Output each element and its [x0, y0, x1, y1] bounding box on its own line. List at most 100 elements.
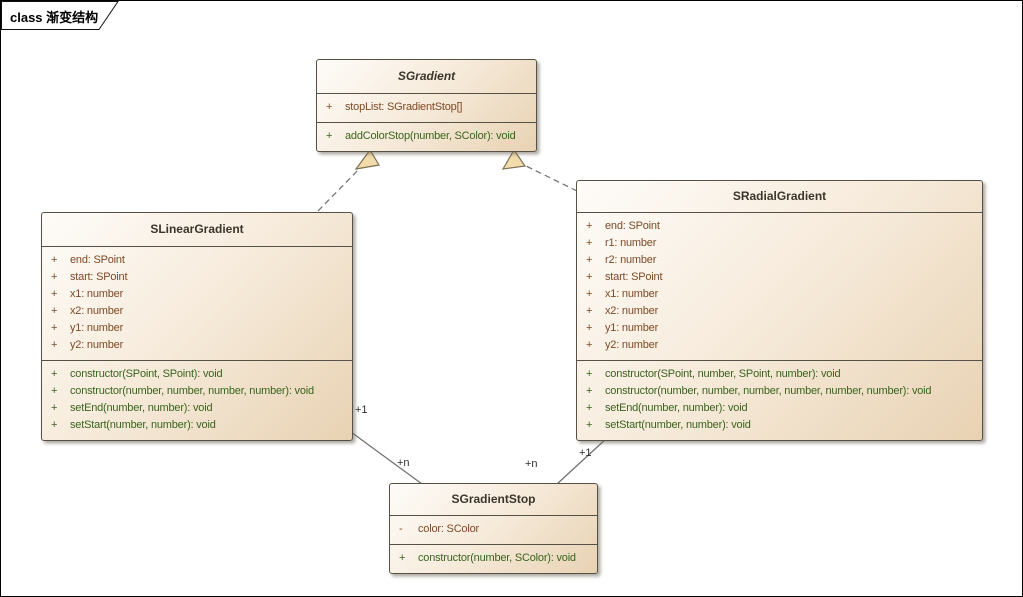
attribute-row: + end: SPoint: [51, 252, 348, 269]
attribute-text: start: SPoint: [605, 271, 663, 283]
association-connector-linear-to-stop[interactable]: [350, 431, 423, 485]
visibility-symbol: -: [399, 523, 403, 535]
visibility-symbol: +: [51, 419, 58, 431]
operations-section: + constructor(SPoint, SPoint): void + co…: [42, 360, 352, 440]
visibility-symbol: +: [586, 419, 593, 431]
attribute-text: start: SPoint: [70, 271, 128, 283]
operation-text: constructor(number, number, number, numb…: [70, 385, 314, 397]
visibility-symbol: +: [586, 288, 593, 300]
operations-section: + addColorStop(number, SColor): void: [317, 122, 536, 151]
operations-section: + constructor(SPoint, number, SPoint, nu…: [577, 360, 982, 440]
inheritance-arrowhead: [501, 148, 527, 170]
frame-tab: [1, 1, 119, 30]
visibility-symbol: +: [51, 402, 58, 414]
attribute-text: r2: number: [605, 254, 657, 266]
class-box-sradialgradient[interactable]: SRadialGradient + end: SPoint + r1: numb…: [576, 180, 983, 441]
class-title: SRadialGradient: [732, 189, 827, 203]
visibility-symbol: +: [51, 271, 58, 283]
association-connector-radial-to-stop[interactable]: [556, 437, 608, 485]
multiplicity-label-linear-source: +1: [355, 404, 368, 416]
inheritance-arrowhead: [354, 148, 380, 170]
visibility-symbol: +: [586, 237, 593, 249]
visibility-symbol: +: [586, 385, 593, 397]
visibility-symbol: +: [586, 402, 593, 414]
attribute-row: + r1: number: [586, 235, 978, 252]
operation-row: + constructor(number, number, number, nu…: [586, 383, 978, 400]
attribute-text: end: SPoint: [605, 220, 660, 232]
operations-section: + constructor(number, SColor): void: [390, 544, 597, 573]
attribute-text: y1: number: [70, 322, 124, 334]
attributes-section: + stopList: SGradientStop[]: [317, 93, 536, 122]
operation-row: + addColorStop(number, SColor): void: [326, 128, 532, 145]
attribute-row: + start: SPoint: [586, 269, 978, 286]
attribute-row: + y1: number: [586, 320, 978, 337]
visibility-symbol: +: [51, 322, 58, 334]
operation-text: setEnd(number, number): void: [605, 402, 748, 414]
attribute-text: y2: number: [605, 339, 659, 351]
attribute-row: + x1: number: [586, 286, 978, 303]
multiplicity-label-radial-source: +1: [579, 447, 592, 459]
visibility-symbol: +: [586, 271, 593, 283]
attribute-text: y2: number: [70, 339, 124, 351]
attribute-row: + stopList: SGradientStop[]: [326, 99, 532, 116]
operation-text: constructor(number, SColor): void: [418, 552, 576, 564]
attributes-section: + end: SPoint + start: SPoint + x1: numb…: [42, 246, 352, 360]
class-title: SGradientStop: [451, 492, 536, 506]
attribute-row: + y1: number: [51, 320, 348, 337]
attribute-row: + y2: number: [586, 337, 978, 354]
operation-row: + setStart(number, number): void: [586, 417, 978, 434]
attribute-row: + x2: number: [586, 303, 978, 320]
operation-row: + constructor(number, SColor): void: [399, 550, 593, 567]
multiplicity-label-radial-target: +n: [525, 458, 538, 470]
inheritance-connector-radial-to-gradient[interactable]: [501, 148, 578, 192]
attribute-text: stopList: SGradientStop[]: [345, 101, 463, 113]
operation-text: constructor(SPoint, number, SPoint, numb…: [605, 368, 841, 380]
attributes-section: + end: SPoint + r1: number + r2: number …: [577, 212, 982, 360]
attribute-text: end: SPoint: [70, 254, 125, 266]
visibility-symbol: +: [326, 101, 333, 113]
visibility-symbol: +: [586, 220, 593, 232]
class-title: SGradient: [397, 69, 456, 83]
attribute-text: x1: number: [605, 288, 659, 300]
operation-text: setEnd(number, number): void: [70, 402, 213, 414]
visibility-symbol: +: [326, 130, 333, 142]
operation-row: + constructor(number, number, number, nu…: [51, 383, 348, 400]
inheritance-connector-linear-to-gradient[interactable]: [317, 148, 380, 212]
visibility-symbol: +: [51, 385, 58, 397]
visibility-symbol: +: [586, 368, 593, 380]
visibility-symbol: +: [51, 288, 58, 300]
attribute-row: + x1: number: [51, 286, 348, 303]
attribute-text: x2: number: [70, 305, 124, 317]
class-box-sgradientstop[interactable]: SGradientStop - color: SColor + construc…: [389, 483, 598, 574]
visibility-symbol: +: [51, 254, 58, 266]
class-title: SLinearGradient: [150, 222, 244, 236]
attribute-text: color: SColor: [418, 523, 479, 535]
visibility-symbol: +: [586, 305, 593, 317]
operation-row: + constructor(SPoint, number, SPoint, nu…: [586, 366, 978, 383]
operation-row: + constructor(SPoint, SPoint): void: [51, 366, 348, 383]
diagram-frame-label: class 渐变结构: [10, 10, 99, 25]
visibility-symbol: +: [586, 339, 593, 351]
attribute-row: + r2: number: [586, 252, 978, 269]
attribute-text: y1: number: [605, 322, 659, 334]
operation-row: + setEnd(number, number): void: [51, 400, 348, 417]
attribute-row: + x2: number: [51, 303, 348, 320]
attribute-row: + start: SPoint: [51, 269, 348, 286]
visibility-symbol: +: [51, 339, 58, 351]
attribute-row: + end: SPoint: [586, 218, 978, 235]
class-box-sgradient[interactable]: SGradient + stopList: SGradientStop[] + …: [316, 59, 537, 152]
visibility-symbol: +: [586, 322, 593, 334]
visibility-symbol: +: [51, 368, 58, 380]
operation-text: constructor(number, number, number, numb…: [605, 385, 932, 397]
operation-text: addColorStop(number, SColor): void: [345, 130, 516, 142]
operation-row: + setEnd(number, number): void: [586, 400, 978, 417]
class-box-slineargradient[interactable]: SLinearGradient + end: SPoint + start: S…: [41, 212, 353, 441]
attribute-text: x2: number: [605, 305, 659, 317]
attribute-text: r1: number: [605, 237, 657, 249]
attribute-text: x1: number: [70, 288, 124, 300]
attribute-row: - color: SColor: [399, 521, 593, 538]
operation-text: constructor(SPoint, SPoint): void: [70, 368, 223, 380]
operation-row: + setStart(number, number): void: [51, 417, 348, 434]
